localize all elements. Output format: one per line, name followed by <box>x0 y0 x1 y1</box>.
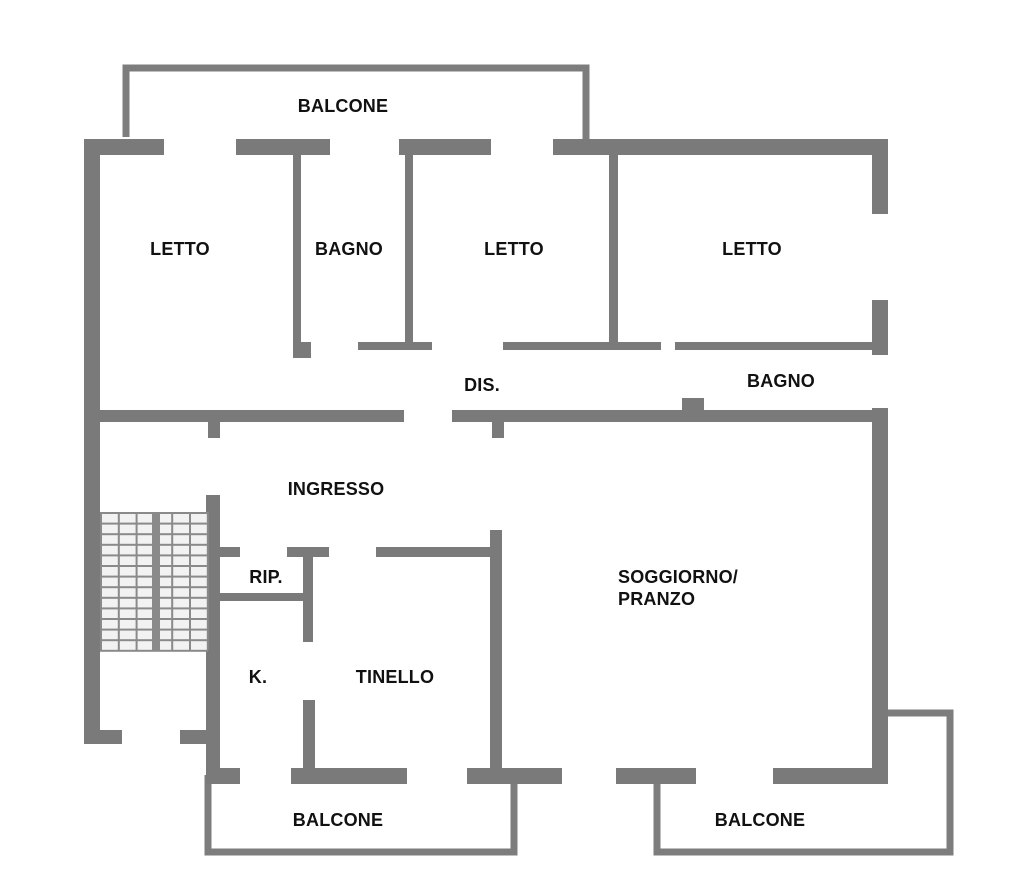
wall-segment <box>220 547 240 557</box>
wall-segment <box>399 139 491 155</box>
wall-segment <box>180 730 210 744</box>
room-label-letto-left: LETTO <box>150 239 210 259</box>
balcony-bottom-right-outline <box>653 709 954 856</box>
wall-segment <box>405 152 413 348</box>
room-label-tinello: TINELLO <box>355 667 435 687</box>
stair-rail <box>189 512 191 650</box>
room-label-balcone-bottom-right: BALCONE <box>714 810 806 830</box>
stair-rail <box>117 512 120 650</box>
wall-segment <box>84 139 164 155</box>
balcony-outlines <box>122 64 954 856</box>
wall-segment <box>609 152 618 348</box>
stair-rail <box>100 512 102 650</box>
wall-segment <box>236 139 330 155</box>
room-label-dis: DIS. <box>464 375 500 395</box>
wall-segment <box>872 408 888 780</box>
room-label-balcone-bottom-left: BALCONE <box>292 810 384 830</box>
wall-segment <box>467 768 562 784</box>
wall-segment <box>293 152 301 357</box>
wall-segment <box>293 342 311 358</box>
room-label-balcone-top: BALCONE <box>297 96 389 116</box>
room-label-pranzo: PRANZO <box>618 589 696 609</box>
room-label-bagno-top: BAGNO <box>315 239 383 259</box>
stair-step <box>100 649 208 652</box>
wall-segment <box>220 593 305 601</box>
walls <box>84 139 888 784</box>
staircase <box>100 512 209 652</box>
room-label-bagno-right: BAGNO <box>747 371 815 391</box>
room-label-rip: RIP. <box>249 567 283 587</box>
wall-segment <box>206 495 220 777</box>
wall-segment <box>98 410 404 422</box>
wall-segment <box>303 700 315 777</box>
wall-segment <box>490 530 502 780</box>
wall-segment <box>682 398 704 422</box>
stair-rail <box>135 512 138 650</box>
wall-segment <box>616 768 696 784</box>
stair-rail <box>171 512 174 650</box>
room-label-soggiorno-pranzo: SOGGIORNO/ PRANZO <box>618 566 738 610</box>
stair-rail <box>206 512 209 650</box>
room-label-kitchen: K. <box>248 667 268 687</box>
room-label-soggiorno: SOGGIORNO/ <box>618 567 739 587</box>
wall-segment <box>208 420 220 438</box>
wall-segment <box>872 300 888 355</box>
wall-segment <box>503 342 661 350</box>
wall-segment <box>358 342 432 350</box>
wall-segment <box>492 420 504 438</box>
wall-segment <box>553 139 888 155</box>
wall-segment <box>84 139 100 744</box>
balcony-bottom-left-outline <box>204 775 518 856</box>
balcony-top-outline <box>122 64 590 140</box>
room-label-ingresso: INGRESSO <box>287 479 385 499</box>
room-label-letto-middle: LETTO <box>484 239 544 259</box>
wall-segment <box>758 410 872 422</box>
stair-divider <box>152 512 160 650</box>
wall-segment <box>206 768 240 784</box>
wall-segment <box>675 342 885 350</box>
wall-segment <box>376 547 496 557</box>
wall-segment <box>303 550 313 642</box>
room-label-letto-right: LETTO <box>722 239 782 259</box>
wall-segment <box>773 768 888 784</box>
wall-segment <box>872 139 888 214</box>
wall-segment <box>291 768 407 784</box>
wall-segment <box>84 730 122 744</box>
